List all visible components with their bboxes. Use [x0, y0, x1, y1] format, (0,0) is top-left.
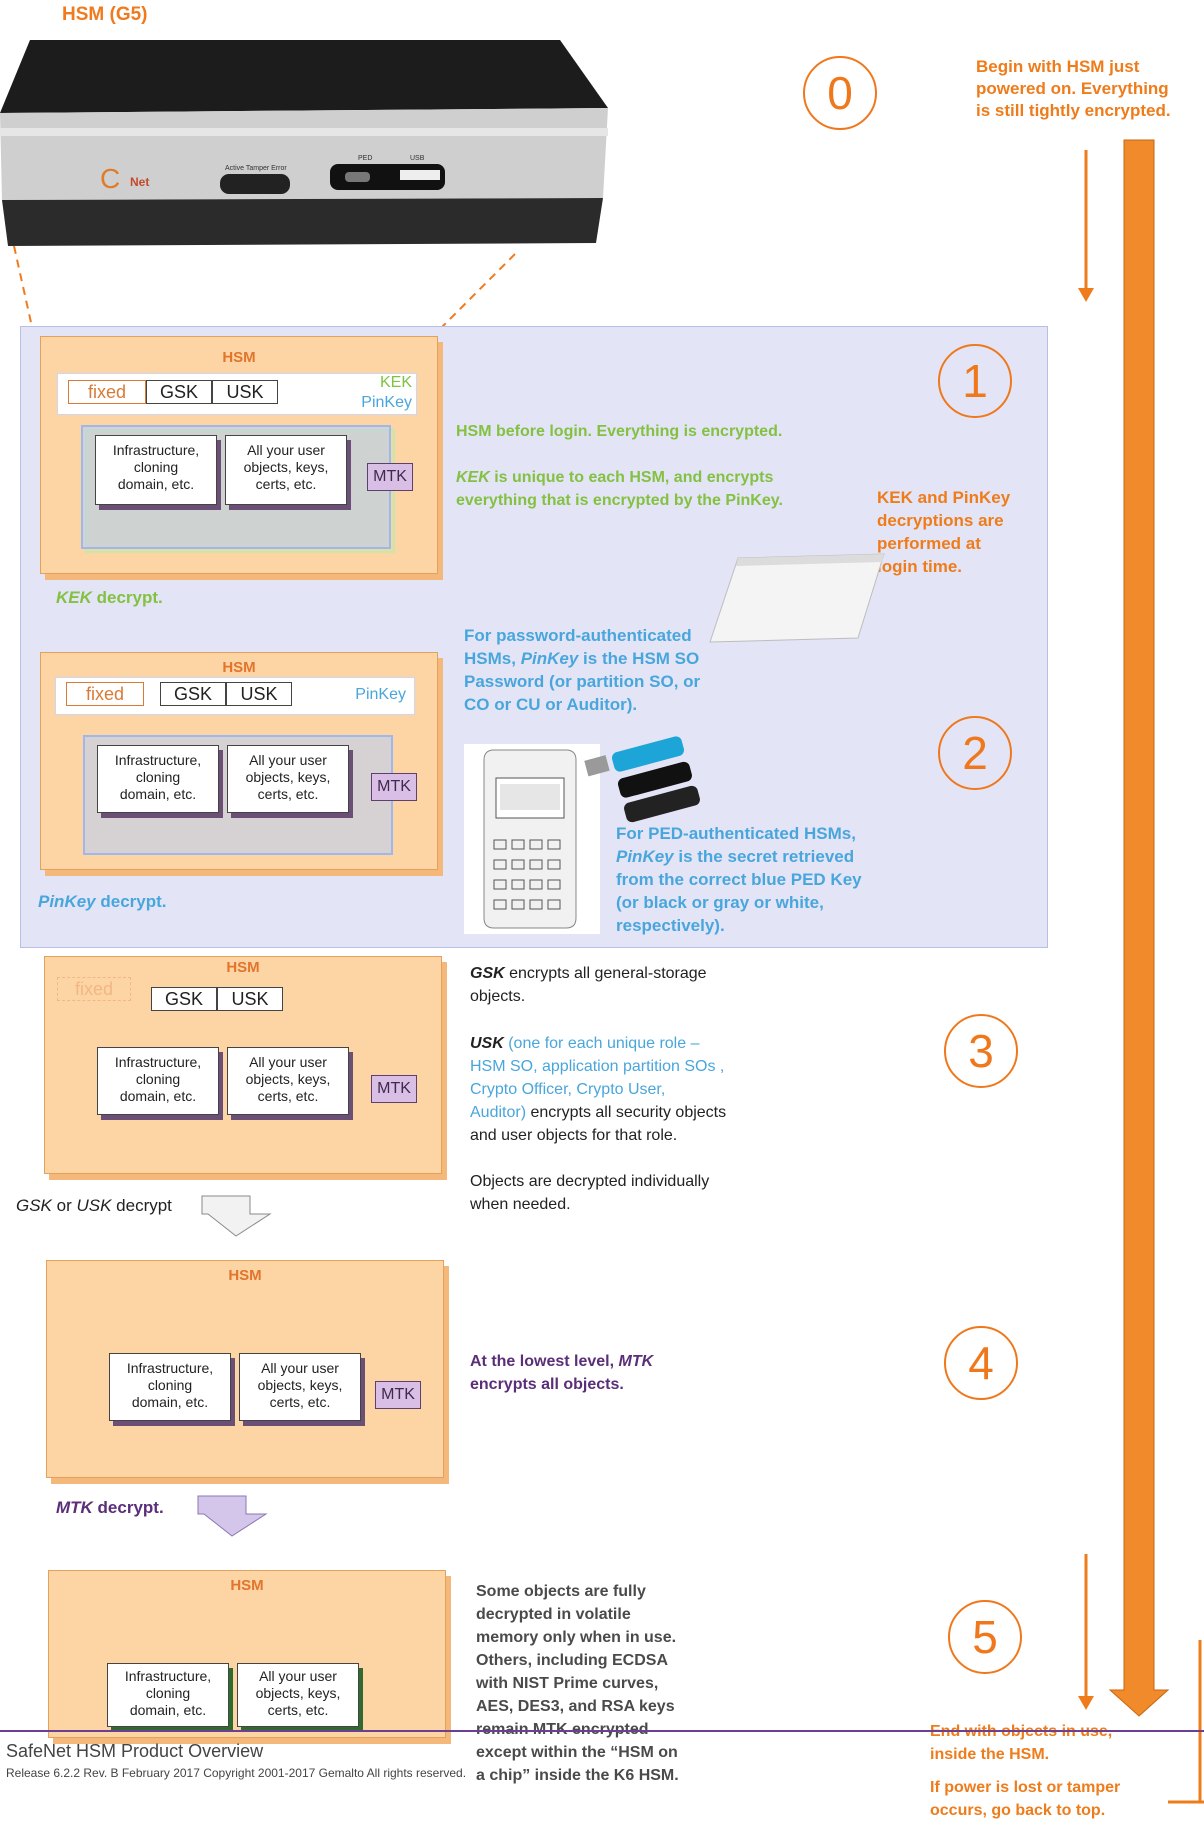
ped-keys-image — [584, 736, 700, 823]
mtk-decrypt-label: MTK decrypt. — [56, 1498, 164, 1517]
device-leader-right — [432, 253, 516, 337]
step-1-circle: 1 — [938, 344, 1012, 418]
pinkey-decrypt-label: PinKey decrypt. — [38, 892, 167, 911]
key-gsk: GSK — [160, 682, 226, 706]
key-gsk: GSK — [151, 987, 217, 1011]
device-port-usb: USB — [410, 155, 425, 162]
key-fixed-faded: fixed — [57, 977, 131, 1001]
progress-arrow — [1108, 139, 1170, 1717]
hsm-box-title: HSM — [226, 959, 260, 976]
key-usk: USK — [217, 987, 283, 1011]
device-leader-left — [13, 245, 35, 337]
hsm-box-title: HSM — [222, 659, 256, 676]
kek-description: KEK is unique to each HSM, and encrypts … — [456, 469, 783, 509]
step1-description: HSM before login. Everything is encrypte… — [456, 423, 783, 440]
gsk-decrypt-arrow — [201, 1195, 272, 1237]
hsm-box-step1: HSM fixed GSK USK KEK PinKey Infrastruct… — [40, 336, 438, 574]
mtk-key: MTK — [367, 463, 413, 491]
kek-decrypt-label: KEK decrypt. — [56, 588, 163, 607]
ped-device-image — [464, 744, 600, 934]
key-pinkey-label: PinKey — [361, 394, 412, 411]
key-pinkey-label: PinKey — [355, 686, 406, 703]
kek-pinkey-timing-text: KEK and PinKey decryptions are performed… — [877, 488, 1011, 576]
begin-text: Begin with HSM just powered on. Everythi… — [976, 57, 1171, 120]
ped-auth-text: For PED-authenticated HSMs, PinKey is th… — [616, 824, 862, 935]
hsm-box-title: HSM — [222, 349, 256, 366]
step5-description: Some objects are fully decrypted in vola… — [476, 1583, 679, 1784]
mtk-key: MTK — [375, 1381, 421, 1409]
hsm-box-title: HSM — [230, 1577, 264, 1594]
footer-divider — [0, 1730, 1204, 1732]
device-logo-mark: C — [100, 163, 120, 194]
key-row: fixed GSK USK KEK PinKey — [57, 373, 417, 415]
password-auth-text: For password-authenticated HSMs, PinKey … — [464, 626, 701, 714]
key-kek-label: KEK — [379, 374, 412, 391]
power-loss-text: If power is lost or tamper occurs, go ba… — [930, 1779, 1121, 1819]
hsm-box-step2: HSM fixed GSK USK PinKey Infrastructure,… — [40, 652, 438, 870]
key-usk: USK — [226, 682, 292, 706]
usk-description: USK (one for each unique role – HSM SO, … — [470, 1035, 727, 1144]
key-fixed: fixed — [66, 682, 144, 706]
hsm-model-title: HSM (G5) — [62, 4, 148, 25]
footer-title: SafeNet HSM Product Overview — [6, 1741, 264, 1761]
mtk-decrypt-arrow — [197, 1495, 268, 1537]
mtk-description: At the lowest level, MTK encrypts all ob… — [470, 1353, 654, 1393]
device-panel-label: Active Tamper Error — [225, 165, 287, 172]
device-brand: Net — [130, 175, 149, 189]
step-2-circle: 2 — [938, 716, 1012, 790]
gsk-description: GSK encrypts all general-storage objects… — [470, 965, 707, 1005]
step-5-circle: 5 — [948, 1600, 1022, 1674]
key-fixed: fixed — [68, 380, 146, 404]
key-usk: USK — [212, 380, 278, 404]
key-gsk: GSK — [146, 380, 212, 404]
hsm-box-title: HSM — [228, 1267, 262, 1284]
end-text: End with objects in use, inside the HSM. — [930, 1723, 1112, 1763]
step-0-circle: 0 — [803, 56, 877, 130]
keyboard-image — [709, 553, 885, 643]
step-3-circle: 3 — [944, 1014, 1018, 1088]
hsm-box-step3: HSM fixed GSK USK Infrastructure,cloning… — [44, 956, 442, 1174]
key-row: fixed GSK USK PinKey — [55, 677, 415, 715]
individual-decrypt-text: Objects are decrypted individually when … — [470, 1173, 710, 1213]
footer-release: Release 6.2.2 Rev. B February 2017 Copyr… — [6, 1766, 467, 1780]
device-port-ped: PED — [358, 155, 372, 162]
gsk-usk-decrypt-label: GSK or USK decrypt — [16, 1196, 172, 1215]
mtk-key: MTK — [371, 773, 417, 801]
hsm-device-image: C Net Active Tamper Error PED USB — [0, 40, 608, 246]
mtk-key: MTK — [371, 1075, 417, 1103]
step-4-circle: 4 — [944, 1326, 1018, 1400]
